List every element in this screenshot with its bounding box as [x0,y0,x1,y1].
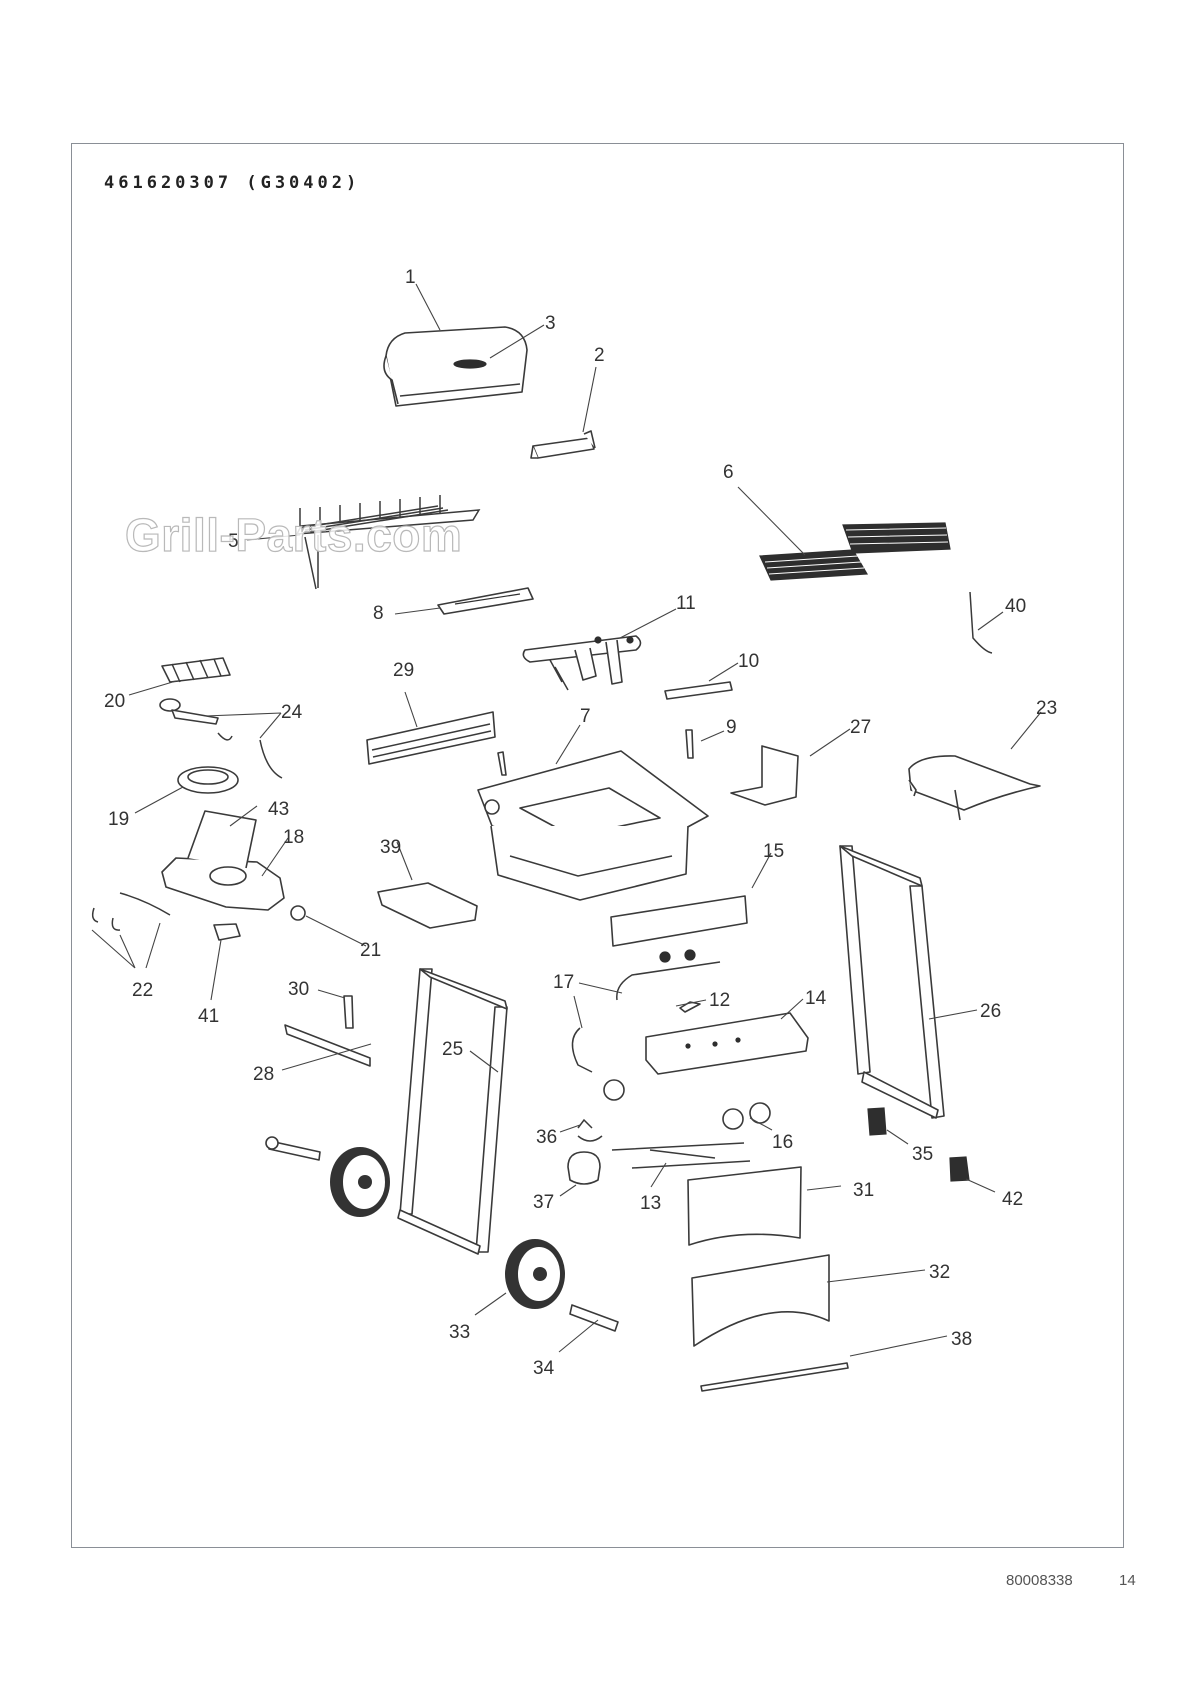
part-axle-front [569,1304,619,1332]
leader-lines [91,283,1042,1357]
callout-38: 38 [951,1329,972,1350]
part-bottom-panel [691,1254,830,1347]
callout-7: 7 [580,706,591,727]
part-cooking-grates [759,522,951,581]
part-side-burner-head [177,766,239,794]
part-crossover-bar [664,681,733,700]
part-control-panel-strip [610,895,748,947]
part-grease-tray [377,882,478,929]
callout-24: 24 [281,702,303,723]
part-knob-a [722,1108,744,1130]
part-door [687,1166,802,1246]
part-spring-36 [577,1118,603,1142]
part-valve-bracket [213,923,241,941]
callout-11: 11 [676,593,696,614]
callout-1: 1 [405,267,416,288]
part-left-leg-frame [397,968,508,1255]
part-clip-42 [949,1156,970,1182]
part-wheel-rear [330,1147,390,1217]
callout-40: 40 [1005,596,1026,617]
part-warming-rack [295,495,481,590]
callout-19: 19 [108,809,129,830]
part-hooks [91,892,171,931]
callout-17: 17 [553,972,574,993]
callout-39: 39 [380,837,401,858]
callout-labels: 1 2 3 5 6 7 8 9 10 11 12 13 14 15 16 17 … [104,267,1057,1379]
part-rod [700,1362,849,1392]
callout-9: 9 [726,717,737,738]
part-lid-handle [530,430,596,459]
callout-37: 37 [533,1192,554,1213]
callout-18: 18 [283,827,304,848]
part-ignitor-wire [969,591,993,654]
part-right-leg-frame [839,845,945,1119]
callout-41: 41 [198,1006,219,1027]
part-manifold [571,949,721,1101]
callout-21: 21 [360,940,381,961]
callout-42: 42 [1002,1189,1023,1210]
callout-22: 22 [132,980,153,1001]
callout-16: 16 [772,1132,793,1153]
callout-25: 25 [442,1039,463,1060]
part-pin [685,729,694,759]
document-code: 80008338 [1006,1572,1073,1589]
diagram-frame [71,143,1124,1548]
part-side-burner-grate [161,657,231,683]
part-crossbar [284,1024,371,1067]
part-tank-bracket [730,745,799,806]
callout-28: 28 [253,1064,274,1085]
callout-32: 32 [929,1262,950,1283]
part-control-panel [645,1012,809,1075]
callout-43: 43 [268,799,289,820]
callout-6: 6 [723,462,734,483]
callout-33: 33 [449,1322,470,1343]
part-side-shelf [908,755,1041,821]
callout-5: 5 [228,531,239,552]
callout-15: 15 [763,841,784,862]
part-heat-shield [611,1142,751,1169]
callout-8: 8 [373,603,384,624]
part-side-burner-tube [159,698,283,779]
watermark-text: Grill-Parts.com [124,508,463,561]
callout-30: 30 [288,979,309,1000]
callout-34: 34 [533,1358,555,1379]
callout-12: 12 [709,990,730,1011]
part-side-burner-housing [161,810,285,911]
part-burner [522,635,642,691]
part-wheel-front [505,1239,565,1309]
callout-26: 26 [980,1001,1001,1022]
callout-13: 13 [640,1193,661,1214]
callout-14: 14 [805,988,827,1009]
part-lid [383,326,528,407]
part-clip-35 [867,1107,887,1136]
model-number: 461620307 (G30402) [104,173,361,193]
callout-29: 29 [393,660,414,681]
callout-2: 2 [594,345,605,366]
part-heat-plate [437,587,534,615]
part-firebox [477,750,709,901]
part-knob-small [290,905,306,921]
part-back-panel [366,711,496,765]
callout-23: 23 [1036,698,1057,719]
callout-36: 36 [536,1127,557,1148]
page-number: 14 [1119,1572,1136,1589]
callout-10: 10 [738,651,759,672]
callout-20: 20 [104,691,125,712]
part-small-bracket [343,995,354,1029]
part-knob-37 [567,1151,601,1185]
callout-31: 31 [853,1180,874,1201]
callout-27: 27 [850,717,871,738]
callout-35: 35 [912,1144,933,1165]
callout-3: 3 [545,313,556,334]
